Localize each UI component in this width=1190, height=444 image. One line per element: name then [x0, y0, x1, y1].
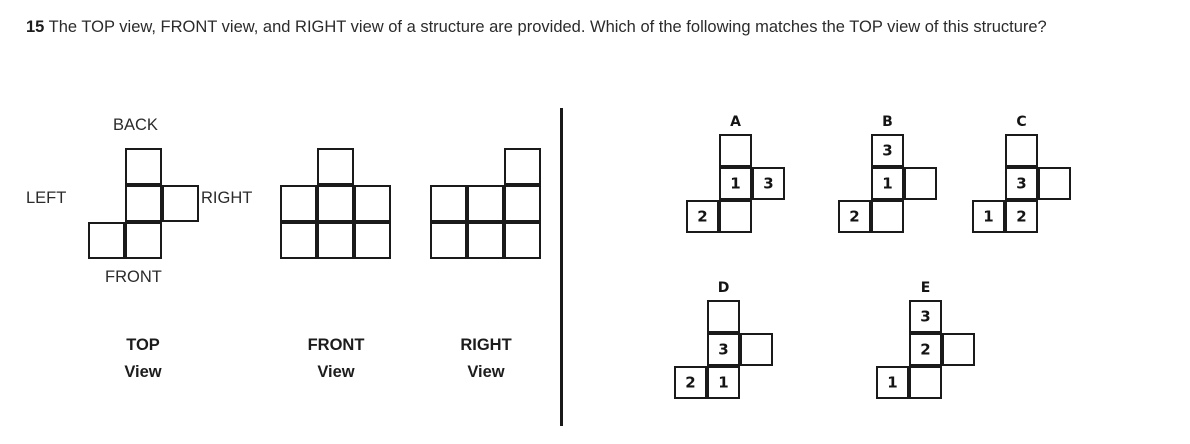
figure-front-view	[280, 148, 391, 259]
grid-cell: 1	[876, 366, 909, 399]
grid-cell-number: 1	[983, 207, 994, 225]
option-d[interactable]: D 3 2 1	[674, 280, 773, 399]
grid-cell	[707, 300, 740, 333]
option-b-letter: B	[882, 114, 893, 130]
grid-cell-number: 2	[920, 340, 931, 358]
caption-right-view: RIGHT View	[430, 332, 542, 386]
grid-cell	[909, 366, 942, 399]
grid-cell-number: 3	[920, 307, 931, 325]
grid-front-view	[280, 148, 391, 259]
grid-cell: 1	[871, 167, 904, 200]
grid-cell	[280, 185, 317, 222]
grid-cell-number: 2	[685, 373, 696, 391]
grid-cell: 3	[707, 333, 740, 366]
option-b[interactable]: B 3 1 2	[838, 114, 937, 233]
grid-cell	[125, 185, 162, 222]
grid-cell	[1038, 167, 1071, 200]
panel-divider	[560, 108, 563, 426]
grid-cell-number: 3	[763, 174, 774, 192]
option-d-letter: D	[717, 280, 730, 296]
orientation-label-left: LEFT	[26, 189, 67, 207]
grid-cell	[430, 222, 467, 259]
option-e-letter: E	[920, 280, 931, 296]
caption-top-view: TOP View	[88, 332, 198, 386]
grid-cell	[504, 222, 541, 259]
grid-cell	[88, 222, 125, 259]
option-a[interactable]: A 1 3 2	[686, 114, 785, 233]
grid-cell	[354, 222, 391, 259]
caption-top-view-subtitle: View	[124, 363, 162, 381]
grid-cell-number: 1	[887, 373, 898, 391]
figure-top-view	[88, 148, 199, 259]
grid-cell	[467, 185, 504, 222]
grid-cell: 2	[838, 200, 871, 233]
grid-cell	[280, 222, 317, 259]
figure-right-view	[430, 148, 541, 259]
grid-cell	[162, 185, 199, 222]
grid-cell: 3	[752, 167, 785, 200]
caption-top-view-title: TOP	[126, 336, 160, 354]
caption-right-view-subtitle: View	[467, 363, 505, 381]
option-c[interactable]: C 3 1 2	[972, 114, 1071, 233]
grid-option-e: 3 2 1	[876, 300, 975, 399]
grid-cell: 1	[707, 366, 740, 399]
caption-front-view-title: FRONT	[307, 336, 365, 354]
grid-right-view	[430, 148, 541, 259]
grid-cell-number: 3	[718, 340, 729, 358]
grid-cell	[719, 200, 752, 233]
grid-top-view	[88, 148, 199, 259]
question-text: The TOP view, FRONT view, and RIGHT view…	[48, 18, 1047, 36]
orientation-label-right: RIGHT	[201, 189, 253, 207]
grid-cell	[317, 222, 354, 259]
grid-cell	[740, 333, 773, 366]
grid-cell	[504, 148, 541, 185]
grid-cell-number: 2	[849, 207, 860, 225]
grid-cell: 2	[674, 366, 707, 399]
grid-option-a: 1 3 2	[686, 134, 785, 233]
orientation-label-front: FRONT	[105, 268, 162, 286]
grid-cell	[467, 222, 504, 259]
grid-cell	[871, 200, 904, 233]
grid-cell	[904, 167, 937, 200]
grid-cell	[1005, 134, 1038, 167]
grid-cell: 2	[686, 200, 719, 233]
grid-cell: 1	[719, 167, 752, 200]
grid-option-c: 3 1 2	[972, 134, 1071, 233]
grid-cell	[125, 148, 162, 185]
grid-cell: 2	[909, 333, 942, 366]
question-number: 15	[26, 18, 45, 36]
grid-cell: 1	[972, 200, 1005, 233]
grid-cell-number: 3	[1016, 174, 1027, 192]
grid-option-d: 3 2 1	[674, 300, 773, 399]
grid-cell-number: 1	[718, 373, 729, 391]
grid-cell: 3	[1005, 167, 1038, 200]
caption-right-view-title: RIGHT	[460, 336, 512, 354]
option-c-letter: C	[1016, 114, 1027, 130]
grid-cell: 3	[909, 300, 942, 333]
grid-cell	[354, 185, 391, 222]
option-e[interactable]: E 3 2 1	[876, 280, 975, 399]
grid-cell-number: 1	[882, 174, 893, 192]
grid-cell-number: 2	[697, 207, 708, 225]
grid-cell-number: 1	[730, 174, 741, 192]
grid-cell-number: 3	[882, 141, 893, 159]
grid-option-b: 3 1 2	[838, 134, 937, 233]
grid-cell-number: 2	[1016, 207, 1027, 225]
caption-front-view-subtitle: View	[317, 363, 355, 381]
grid-cell	[317, 185, 354, 222]
grid-cell: 2	[1005, 200, 1038, 233]
grid-cell	[719, 134, 752, 167]
grid-cell	[125, 222, 162, 259]
question-header: 15 The TOP view, FRONT view, and RIGHT v…	[26, 14, 1176, 40]
orientation-label-back: BACK	[113, 116, 158, 134]
option-a-letter: A	[730, 114, 741, 130]
caption-front-view: FRONT View	[280, 332, 392, 386]
grid-cell	[504, 185, 541, 222]
grid-cell	[942, 333, 975, 366]
grid-cell: 3	[871, 134, 904, 167]
grid-cell	[317, 148, 354, 185]
grid-cell	[430, 185, 467, 222]
